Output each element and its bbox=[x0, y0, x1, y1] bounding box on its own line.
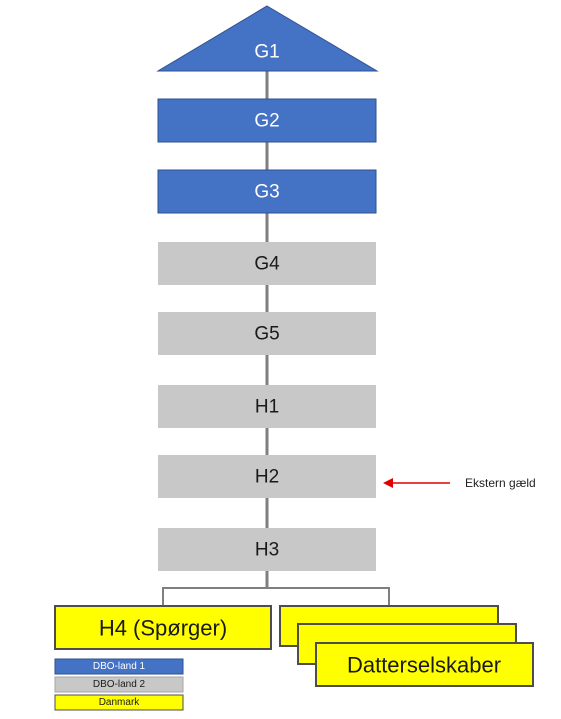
h3-shape bbox=[158, 528, 376, 571]
g3-label: G3 bbox=[254, 182, 279, 203]
legend-item-danmark: Danmark bbox=[54, 694, 184, 711]
g5-shape bbox=[158, 312, 376, 355]
legend-swatch-blue bbox=[54, 658, 184, 675]
legend-label: DBO-land 2 bbox=[93, 679, 146, 690]
legend-label: DBO-land 1 bbox=[93, 661, 146, 672]
external-debt-annotation: Ekstern gæld bbox=[383, 476, 536, 490]
legend-swatch-yellow bbox=[54, 694, 184, 711]
legend-item-dbo-land-1: DBO-land 1 bbox=[54, 658, 184, 675]
g5-label: G5 bbox=[254, 324, 279, 345]
h4-label: H4 (Spørger) bbox=[99, 616, 227, 641]
node-h3: H3 bbox=[158, 528, 376, 571]
g2-label: G2 bbox=[254, 111, 279, 132]
branch-connector bbox=[162, 587, 390, 606]
h1-label: H1 bbox=[255, 397, 279, 418]
g4-shape bbox=[158, 242, 376, 285]
node-g2: G2 bbox=[157, 98, 377, 143]
h4-shape bbox=[54, 605, 272, 650]
g3-shape bbox=[157, 169, 377, 214]
node-g5: G5 bbox=[158, 312, 376, 355]
subsidiary-box-front bbox=[315, 642, 534, 687]
h3-label: H3 bbox=[255, 540, 279, 561]
node-h2: H2 bbox=[158, 455, 376, 498]
node-h1: H1 bbox=[158, 385, 376, 428]
legend: DBO-land 1 DBO-land 2 Danmark bbox=[54, 658, 184, 711]
legend-label: Danmark bbox=[99, 697, 141, 708]
subsidiaries-label: Datterselskaber bbox=[347, 653, 501, 678]
g4-label: G4 bbox=[254, 254, 280, 275]
h2-label: H2 bbox=[255, 467, 279, 488]
node-h4: H4 (Spørger) bbox=[54, 605, 272, 650]
legend-item-dbo-land-2: DBO-land 2 bbox=[54, 676, 184, 693]
node-subsidiaries: Datterselskaber bbox=[279, 605, 534, 687]
annotation-arrowhead bbox=[383, 478, 393, 488]
node-g3: G3 bbox=[157, 169, 377, 214]
node-g1: G1 bbox=[156, 5, 379, 72]
annotation-label: Ekstern gæld bbox=[465, 476, 536, 490]
node-g4: G4 bbox=[158, 242, 376, 285]
legend-swatch-gray bbox=[54, 676, 184, 693]
g1-label: G1 bbox=[254, 42, 279, 63]
h2-shape bbox=[158, 455, 376, 498]
g2-shape bbox=[157, 98, 377, 143]
h1-shape bbox=[158, 385, 376, 428]
g1-shape bbox=[156, 5, 379, 72]
